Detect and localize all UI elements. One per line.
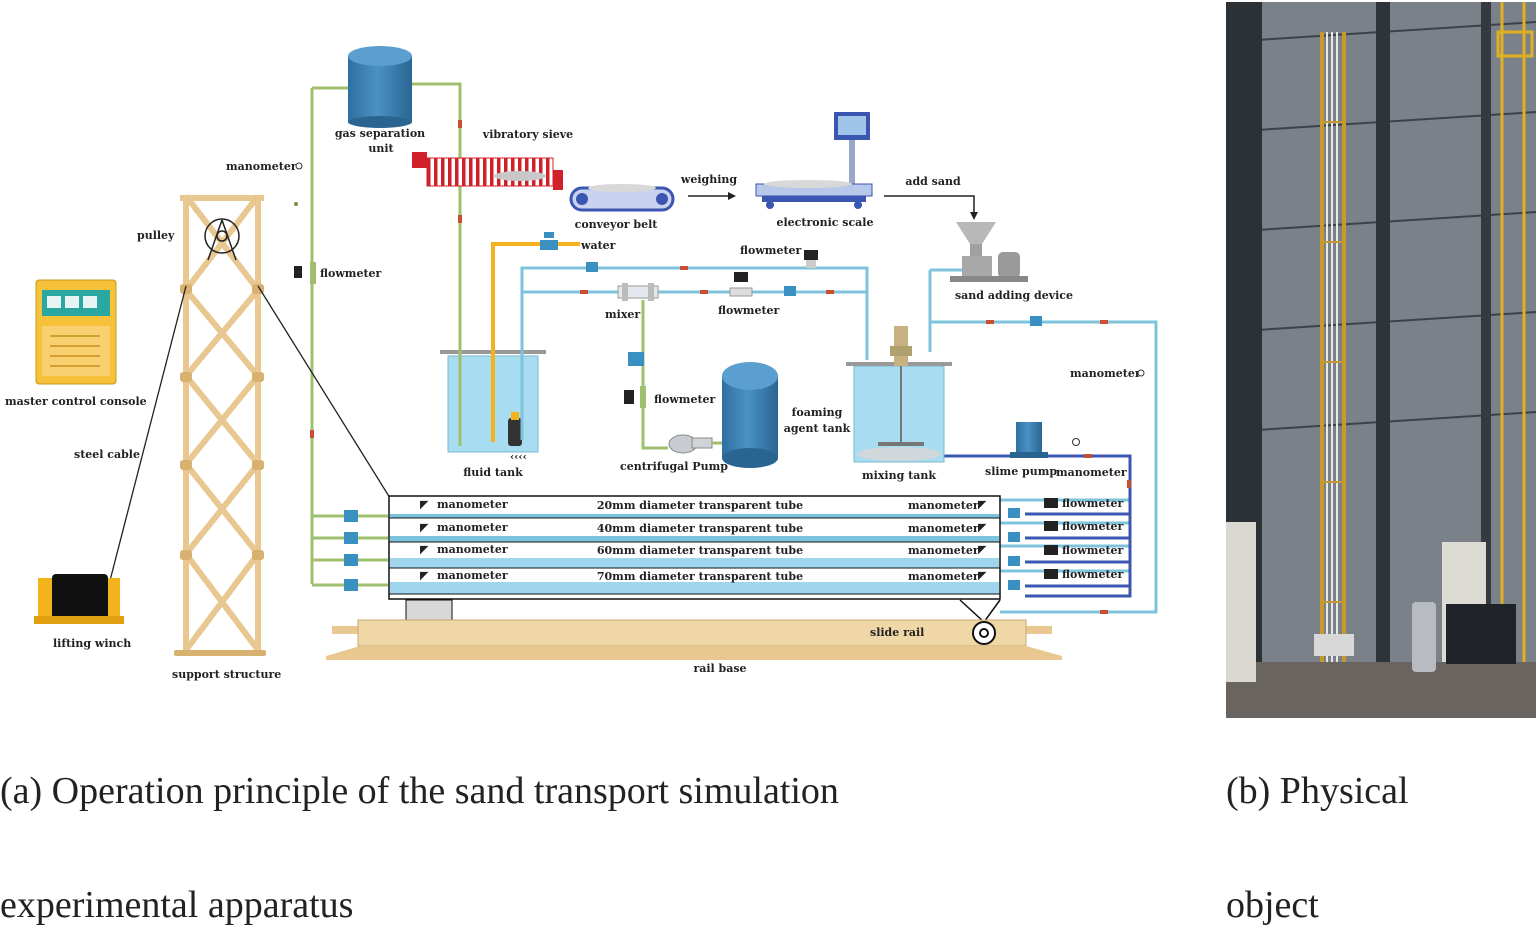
centrifugal-pump-label: centrifugal Pump bbox=[620, 460, 728, 473]
tower-joints bbox=[174, 284, 266, 656]
weighing-label: weighing bbox=[680, 173, 738, 186]
mixer-label: mixer bbox=[605, 308, 640, 321]
rack-support bbox=[405, 599, 1001, 624]
return-manometer-label: manometer bbox=[1070, 367, 1141, 380]
slide-rail-label: slide rail bbox=[870, 626, 924, 639]
caption-a-line-2: experimental apparatus bbox=[0, 884, 354, 926]
left-manometer-label: manometer bbox=[226, 160, 297, 173]
lifting-winch-label: lifting winch bbox=[53, 637, 131, 650]
tube-4-right-gauge-icon: ◤ bbox=[978, 569, 987, 582]
caption-b-line-1: (b) Physical bbox=[1226, 770, 1409, 812]
top-flowmeter-icon bbox=[804, 250, 818, 268]
pulley-icon bbox=[204, 218, 240, 261]
tube-rack bbox=[388, 495, 1001, 600]
conveyor-belt-label: conveyor belt bbox=[575, 218, 659, 231]
rail-base-label: rail base bbox=[693, 662, 746, 675]
left-manometer-icon bbox=[294, 162, 303, 206]
tube-1-left-manometer: manometer bbox=[437, 498, 508, 511]
tube-4-left-manometer: manometer bbox=[437, 569, 508, 582]
flow-markers bbox=[310, 120, 1131, 614]
caption-b-line-2: object bbox=[1226, 884, 1319, 926]
blue-pipes bbox=[520, 266, 1158, 614]
right-manometer-icon bbox=[1072, 438, 1080, 446]
tube-1-right-manometer: manometer bbox=[908, 499, 979, 512]
slime-pump-label: slime pump bbox=[985, 465, 1057, 478]
return-manometer-icon bbox=[1137, 369, 1145, 377]
lifting-winch bbox=[34, 574, 124, 624]
apparatus-diagram: gas separation unit vibratory sieve conv… bbox=[5, 46, 1158, 681]
mixing-tank-label: mixing tank bbox=[862, 469, 936, 482]
lower-flowmeter-label: flowmeter bbox=[654, 393, 716, 406]
rail-base bbox=[326, 646, 1062, 660]
slide-rail bbox=[332, 619, 1052, 647]
tube-2-right-gauge-icon: ◤ bbox=[978, 521, 987, 534]
left-flowmeter-icon bbox=[294, 262, 316, 284]
foaming-agent-tank-label-1: foaming bbox=[792, 406, 843, 419]
gas-separation-unit bbox=[348, 46, 412, 128]
vibratory-sieve bbox=[412, 152, 563, 190]
fluid-tank-pipes bbox=[458, 350, 524, 446]
electronic-scale bbox=[755, 112, 873, 209]
tube-2-right-manometer: manometer bbox=[908, 522, 979, 535]
physical-object-illustration bbox=[1226, 2, 1536, 718]
slime-pump-manometer-label: manometer bbox=[1056, 466, 1127, 479]
tube-1-label: 20mm diameter transparent tube bbox=[597, 499, 803, 512]
centrifugal-pump bbox=[668, 434, 722, 454]
add-sand-label: add sand bbox=[905, 175, 961, 188]
electronic-scale-label: electronic scale bbox=[777, 216, 874, 229]
tube-1-flowmeter: flowmeter bbox=[1062, 497, 1124, 510]
mid-flowmeter-label: flowmeter bbox=[718, 304, 780, 317]
tube-3-flowmeter: flowmeter bbox=[1062, 544, 1124, 557]
tube-1-right-gauge-icon: ◤ bbox=[978, 498, 987, 511]
tube-4-label: 70mm diameter transparent tube bbox=[597, 570, 803, 583]
steel-cable bbox=[105, 285, 391, 597]
water-label: water bbox=[580, 239, 616, 252]
master-control-console-label: master control console bbox=[5, 395, 147, 408]
gas-separation-label-1: gas separation bbox=[335, 127, 425, 140]
lower-flowmeter-icon bbox=[624, 386, 646, 408]
tube-2-label: 40mm diameter transparent tube bbox=[597, 522, 803, 535]
tube-4-flowmeter: flowmeter bbox=[1062, 568, 1124, 581]
tube-3-left-manometer: manometer bbox=[437, 543, 508, 556]
vibratory-sieve-label: vibratory sieve bbox=[482, 128, 573, 141]
left-flowmeter-label: flowmeter bbox=[320, 267, 382, 280]
tube-2-left-gauge-icon: ◤ bbox=[420, 521, 429, 534]
foaming-agent-tank-label-2: agent tank bbox=[784, 422, 851, 435]
support-structure bbox=[180, 194, 264, 654]
support-structure-label: support structure bbox=[172, 668, 281, 681]
tube-4-left-gauge-icon: ◤ bbox=[420, 569, 429, 582]
tube-3-left-gauge-icon: ◤ bbox=[420, 543, 429, 556]
gas-separation-label-2: unit bbox=[368, 142, 394, 155]
mixing-tank bbox=[846, 326, 952, 463]
master-control-console bbox=[35, 279, 117, 385]
physical-object-photo bbox=[1226, 2, 1536, 718]
arrow-glyph: ‹‹‹‹ bbox=[510, 451, 527, 463]
tube-outlet-flowmeters bbox=[1008, 498, 1058, 590]
mid-flowmeter-icon bbox=[729, 272, 753, 297]
water-valve-icon bbox=[540, 232, 558, 250]
tube-3-right-manometer: manometer bbox=[908, 544, 979, 557]
tube-3-right-gauge-icon: ◤ bbox=[978, 543, 987, 556]
tube-2-flowmeter: flowmeter bbox=[1062, 520, 1124, 533]
fluid-tank-label: fluid tank bbox=[463, 466, 523, 479]
tube-4-right-manometer: manometer bbox=[908, 570, 979, 583]
tube-3-label: 60mm diameter transparent tube bbox=[597, 544, 803, 557]
steel-cable-label: steel cable bbox=[74, 448, 140, 461]
mixer bbox=[617, 283, 659, 301]
sand-adding-device-label: sand adding device bbox=[955, 289, 1073, 302]
caption-a-line-1: (a) Operation principle of the sand tran… bbox=[0, 770, 839, 812]
tube-1-left-gauge-icon: ◤ bbox=[420, 498, 429, 511]
sand-adding-device bbox=[950, 222, 1028, 282]
tube-2-left-manometer: manometer bbox=[437, 521, 508, 534]
slime-pump bbox=[1010, 422, 1048, 458]
top-flowmeter-label: flowmeter bbox=[740, 244, 802, 257]
pulley-label: pulley bbox=[137, 229, 175, 242]
foaming-agent-tank bbox=[722, 362, 778, 468]
conveyor-belt bbox=[569, 184, 675, 212]
pipe-valves bbox=[586, 262, 1042, 366]
tube-inlet-valves bbox=[344, 510, 358, 591]
weighing-arrow bbox=[688, 192, 736, 200]
add-sand-arrow bbox=[884, 195, 978, 220]
